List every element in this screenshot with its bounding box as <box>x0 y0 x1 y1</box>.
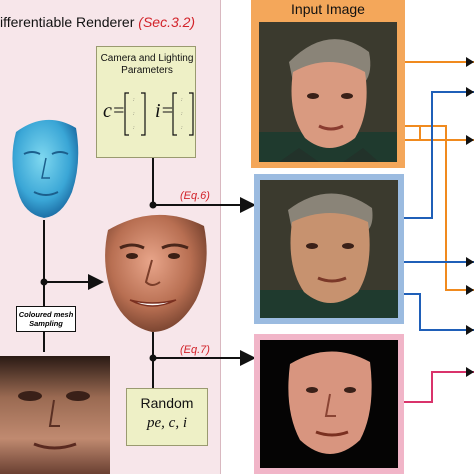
reconstruction-photo <box>260 180 398 318</box>
blue-face-mesh-image <box>12 119 79 218</box>
eq6-label: (Eq.6) <box>180 190 210 202</box>
input-image-title: Input Image <box>291 1 365 17</box>
svg-text::: : <box>133 112 135 117</box>
uv-texture-image <box>0 356 110 474</box>
random-vars: pe, c, i <box>147 415 187 431</box>
camera-lighting-box: Camera and Lighting Parameters c= ::: i=… <box>96 46 196 158</box>
random-render-photo <box>260 340 398 468</box>
random-parameters-box: Random pe, c, i <box>126 388 208 446</box>
pink-connectors <box>404 371 474 403</box>
svg-text:c=: c= <box>103 100 125 122</box>
random-title: Random <box>140 395 194 411</box>
input-photo <box>259 22 397 162</box>
svg-text::: : <box>181 112 183 117</box>
orange-connectors <box>395 61 474 291</box>
coloured-mesh-sampling-label: Coloured mesh Sampling <box>16 306 76 332</box>
renderer-title: ifferentiable Renderer (Sec.3.2) <box>0 14 196 30</box>
svg-text::: : <box>181 126 183 131</box>
eq7-label: (Eq.7) <box>180 344 210 356</box>
svg-text::: : <box>181 98 183 103</box>
rendered-face-image <box>105 214 207 332</box>
camera-lighting-title: Camera and Lighting Parameters <box>100 53 194 76</box>
right-arrowheads <box>466 57 474 377</box>
blue-connectors <box>404 91 474 331</box>
svg-text::: : <box>133 126 135 131</box>
svg-text::: : <box>133 98 135 103</box>
formula-matrices: c= ::: i= ::: <box>103 92 194 136</box>
svg-text:i=: i= <box>155 100 174 122</box>
